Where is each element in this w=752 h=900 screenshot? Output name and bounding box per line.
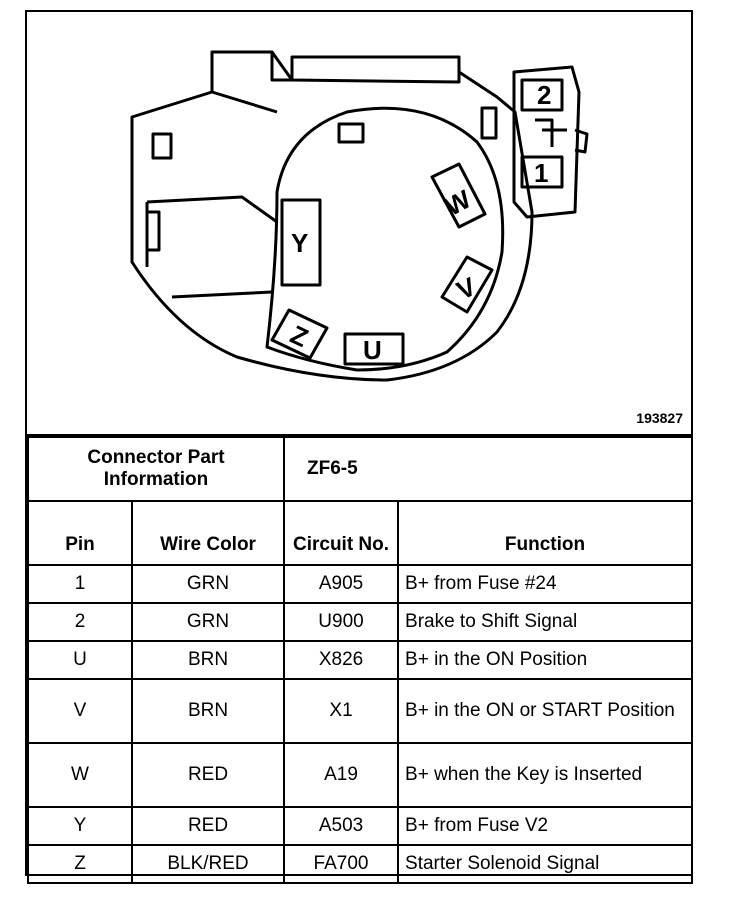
slot-right [480, 106, 498, 140]
connector-info-row: Connector Part Information ZF6-5 [26, 436, 694, 502]
function-cell: B+ from Fuse V2 [397, 806, 694, 846]
slot-left-lower [145, 210, 161, 252]
header-circuit-no: Circuit No. [283, 500, 400, 566]
function-cell: B+ when the Key is Inserted [397, 742, 694, 808]
circuit-cell: A905 [283, 564, 400, 604]
housing-tab [270, 51, 461, 84]
table-row: Z BLK/RED FA700 Starter Solenoid Signal [27, 844, 694, 884]
pin-cell: 2 [27, 602, 133, 642]
function-cell: Brake to Shift Signal [397, 602, 694, 642]
pin-cell: 1 [27, 564, 133, 604]
connector-drawing: 2 1 W V Y Z U [130, 50, 589, 382]
table-row: W RED A19 B+ when the Key is Inserted [27, 742, 694, 808]
table-row: U BRN X826 B+ in the ON Position [27, 640, 694, 680]
wire-color-cell: RED [130, 742, 286, 808]
cavity-w [430, 162, 487, 229]
cavity-y [280, 198, 322, 287]
connector-info-value: ZF6-5 [283, 436, 694, 502]
header-function: Function [397, 500, 694, 566]
table-row: 1 GRN A905 B+ from Fuse #24 [27, 564, 694, 604]
figure-number: 193827 [636, 410, 683, 426]
document-frame: 2 1 W V Y Z U 193827 Connector Part Info… [25, 10, 694, 884]
circuit-cell: A19 [283, 742, 400, 808]
connector-table: Connector Part Information ZF6-5 Pin Wir… [26, 436, 694, 884]
function-cell: B+ in the ON Position [397, 640, 694, 680]
pin-cell: U [27, 640, 133, 680]
wire-color-cell: RED [130, 806, 286, 846]
pin-1-label: 1 [534, 158, 548, 188]
pin-cell: W [27, 742, 133, 808]
left-block [145, 195, 278, 299]
pin-cell: Y [27, 806, 133, 846]
pin-cell: V [27, 678, 133, 744]
housing-outline [130, 50, 534, 382]
function-cell: B+ in the ON or START Position [397, 678, 694, 744]
cavity-v [440, 255, 494, 314]
inner-face [265, 106, 505, 372]
pin-2-label: 2 [537, 80, 551, 110]
cavity-z [270, 308, 329, 360]
function-cell: B+ from Fuse #24 [397, 564, 694, 604]
header-pin: Pin [27, 500, 133, 566]
pin-u-label: U [363, 335, 382, 365]
pin-y-label: Y [291, 228, 308, 258]
circuit-cell: X1 [283, 678, 400, 744]
circuit-cell: U900 [283, 602, 400, 642]
table-row: V BRN X1 B+ in the ON or START Position [27, 678, 694, 744]
circuit-cell: A503 [283, 806, 400, 846]
table-row: Y RED A503 B+ from Fuse V2 [27, 806, 694, 846]
pin-z-label: Z [286, 319, 313, 353]
circuit-cell: X826 [283, 640, 400, 680]
column-header-row: Pin Wire Color Circuit No. Function [27, 500, 694, 566]
wire-color-cell: BRN [130, 678, 286, 744]
wire-color-cell: GRN [130, 602, 286, 642]
slot-top [337, 122, 365, 144]
circuit-cell: FA700 [283, 844, 400, 884]
side-connector [512, 65, 581, 219]
wire-color-cell: BRN [130, 640, 286, 680]
side-connector-pin1 [520, 155, 564, 189]
wire-color-cell: GRN [130, 564, 286, 604]
cavity-u [343, 332, 405, 366]
function-cell: Starter Solenoid Signal [397, 844, 694, 884]
connector-info-label: Connector Part Information [26, 436, 286, 502]
slot-left [151, 132, 173, 160]
header-wire-color: Wire Color [130, 500, 286, 566]
connector-diagram: 2 1 W V Y Z U 193827 [27, 12, 691, 436]
table-row: 2 GRN U900 Brake to Shift Signal [27, 602, 694, 642]
pin-cell: Z [27, 844, 133, 884]
wire-color-cell: BLK/RED [130, 844, 286, 884]
pin-v-label: V [452, 271, 481, 306]
side-connector-pin2 [520, 78, 564, 112]
